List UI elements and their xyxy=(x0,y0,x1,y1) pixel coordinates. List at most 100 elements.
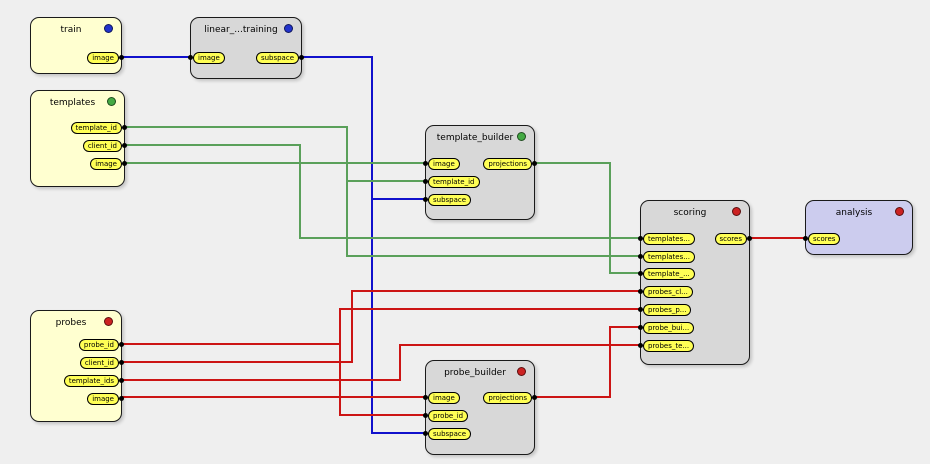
edge-linear_training.subspace-to-template_builder.subspace[interactable] xyxy=(302,56,425,200)
train-output-image[interactable]: image xyxy=(87,51,124,64)
linear-training-output-subspace[interactable]: subspace xyxy=(255,51,304,64)
templates-output-client-id[interactable]: client_id xyxy=(82,139,127,152)
status-dot xyxy=(517,132,526,141)
port-dot xyxy=(532,395,537,400)
port-label: image xyxy=(90,157,122,170)
port-dot xyxy=(188,55,193,60)
edge-templates.client_id-to-scoring.templates_1[interactable] xyxy=(125,144,640,239)
port-dot xyxy=(638,289,643,294)
port-dot xyxy=(423,161,428,166)
node-templates-title: templates xyxy=(49,98,96,108)
port-dot xyxy=(423,395,428,400)
templates-output-image[interactable]: image xyxy=(90,157,127,170)
template-builder-input-subspace[interactable]: subspace xyxy=(423,193,472,206)
probes-output-probe-id[interactable]: probe_id xyxy=(78,338,124,351)
scoring-input-probes-cl[interactable]: probes_cl... xyxy=(638,285,693,298)
status-dot xyxy=(104,24,113,33)
port-label: image xyxy=(428,157,460,170)
port-dot xyxy=(803,236,808,241)
status-dot xyxy=(895,207,904,216)
edge-probe_builder.projections-to-scoring.probe_bui[interactable] xyxy=(535,326,640,398)
probe-builder-input-probe-id[interactable]: probe_id xyxy=(423,409,469,422)
linear-training-input-image[interactable]: image xyxy=(188,51,225,64)
port-label: projections xyxy=(483,157,532,170)
port-label: probes_cl... xyxy=(643,285,693,298)
node-probes-title: probes xyxy=(55,318,87,328)
node-template-builder-title: template_builder xyxy=(436,133,514,143)
port-label: subspace xyxy=(428,427,472,440)
node-templates[interactable]: templates template_id client_id image xyxy=(30,90,127,187)
node-train[interactable]: train image xyxy=(30,17,124,74)
scoring-output-scores[interactable]: scores xyxy=(714,232,752,245)
node-probe-builder[interactable]: probe_builder image probe_id subspace pr… xyxy=(423,360,537,455)
node-scoring[interactable]: scoring templates... templates... templa… xyxy=(638,200,752,365)
port-label: templates... xyxy=(643,232,695,245)
port-dot xyxy=(423,179,428,184)
probes-output-image[interactable]: image xyxy=(87,392,124,405)
port-label: template_id xyxy=(70,121,122,134)
edge-probes.template_ids-to-scoring.probes_te[interactable] xyxy=(122,344,640,381)
port-dot xyxy=(119,378,124,383)
probe-builder-input-subspace[interactable]: subspace xyxy=(423,427,472,440)
scoring-input-probes-te[interactable]: probes_te... xyxy=(638,339,695,352)
templates-output-template-id[interactable]: template_id xyxy=(70,121,127,134)
probe-builder-output-projections[interactable]: projections xyxy=(483,391,537,404)
node-train-title: train xyxy=(60,25,82,35)
port-dot xyxy=(423,431,428,436)
port-dot xyxy=(638,307,643,312)
port-label: image xyxy=(428,391,460,404)
probes-output-template-ids[interactable]: template_ids xyxy=(63,374,124,387)
port-dot xyxy=(119,396,124,401)
port-dot xyxy=(122,125,127,130)
status-dot xyxy=(517,367,526,376)
edge-template_builder.projections-to-scoring.template_3[interactable] xyxy=(535,162,640,274)
probes-output-client-id[interactable]: client_id xyxy=(79,356,124,369)
scoring-input-templates-1[interactable]: templates... xyxy=(638,232,695,245)
port-dot xyxy=(638,325,643,330)
scoring-input-probes-p[interactable]: probes_p... xyxy=(638,303,692,316)
edge-templates.template_id-to-template_builder.template_id[interactable] xyxy=(125,126,425,182)
node-template-builder[interactable]: template_builder image template_id subsp… xyxy=(423,125,537,220)
port-dot xyxy=(122,161,127,166)
node-analysis-title: analysis xyxy=(835,208,873,218)
status-dot xyxy=(732,207,741,216)
scoring-input-template-3[interactable]: template_... xyxy=(638,267,695,280)
scoring-input-templates-2[interactable]: templates... xyxy=(638,250,695,263)
port-dot xyxy=(122,143,127,148)
port-label: image xyxy=(87,51,119,64)
port-label: image xyxy=(193,51,225,64)
port-label: client_id xyxy=(82,139,122,152)
port-dot xyxy=(119,55,124,60)
port-dot xyxy=(423,413,428,418)
node-analysis[interactable]: analysis scores xyxy=(803,200,913,255)
port-label: probes_p... xyxy=(643,303,692,316)
port-label: probe_bui... xyxy=(643,321,695,334)
analysis-input-scores[interactable]: scores xyxy=(803,232,841,245)
node-linear-training[interactable]: linear_...training image subspace xyxy=(188,17,304,79)
port-label: probe_id xyxy=(78,338,119,351)
port-label: image xyxy=(87,392,119,405)
port-label: templates... xyxy=(643,250,695,263)
port-dot xyxy=(747,236,752,241)
edge-linear_training.subspace-to-probe_builder.subspace[interactable] xyxy=(371,199,425,434)
port-dot xyxy=(532,161,537,166)
node-probes[interactable]: probes probe_id client_id template_ids i… xyxy=(30,310,124,422)
port-dot xyxy=(638,254,643,259)
edge-probes.probe_id-to-scoring.probes_p[interactable] xyxy=(339,308,640,344)
status-dot xyxy=(104,317,113,326)
edge-probes.client_id-to-scoring.probes_cl[interactable] xyxy=(122,290,640,363)
port-dot xyxy=(638,271,643,276)
template-builder-input-template-id[interactable]: template_id xyxy=(423,175,480,188)
edge-templates.template_id-to-scoring.templates_2[interactable] xyxy=(346,181,640,257)
port-dot xyxy=(299,55,304,60)
port-label: template_id xyxy=(428,175,480,188)
port-dot xyxy=(423,197,428,202)
template-builder-output-projections[interactable]: projections xyxy=(483,157,537,170)
node-probe-builder-title: probe_builder xyxy=(444,368,506,378)
template-builder-input-image[interactable]: image xyxy=(423,157,460,170)
port-label: scores xyxy=(808,232,841,245)
probe-builder-input-image[interactable]: image xyxy=(423,391,460,404)
port-label: scores xyxy=(714,232,747,245)
scoring-input-probe-bui[interactable]: probe_bui... xyxy=(638,321,695,334)
